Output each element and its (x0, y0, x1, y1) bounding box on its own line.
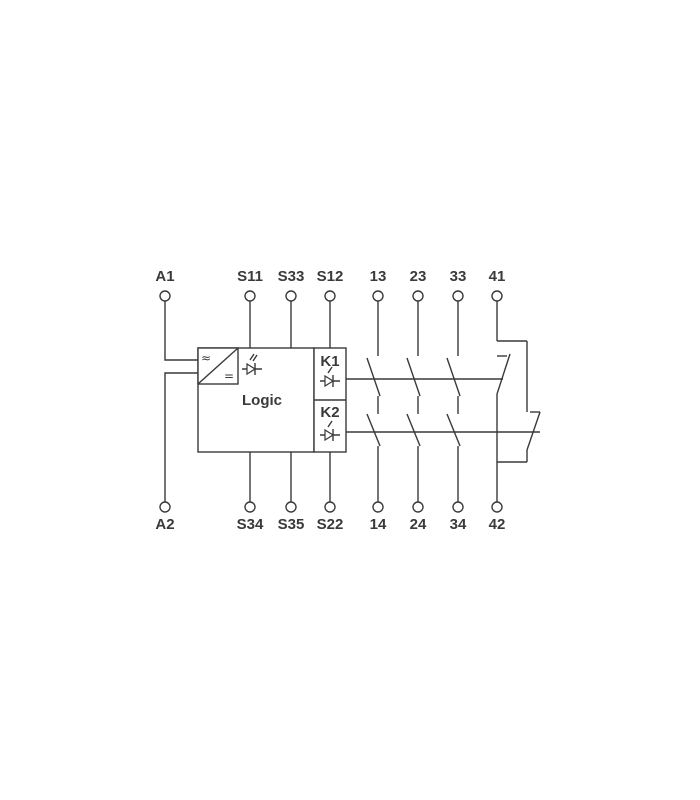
terminal-label-s33: S33 (278, 268, 305, 285)
dc-symbol: = (224, 369, 234, 383)
logic-module: ≈ = Logic K1 K2 (197, 347, 347, 453)
terminal-label-34: 34 (450, 516, 467, 533)
terminal-42 (491, 501, 503, 513)
terminal-14 (372, 501, 384, 513)
bottom-terminals (159, 501, 503, 513)
wire-a2 (164, 372, 198, 502)
terminal-label-23: 23 (410, 268, 427, 285)
terminal-s33 (285, 290, 297, 302)
terminal-s35 (285, 501, 297, 513)
logic-block (197, 347, 315, 453)
k1-led-icon (320, 366, 340, 388)
switch-blade-23-k2 (406, 413, 421, 447)
switch-blade-23-k1 (406, 357, 421, 397)
switch-blade-33-k1 (446, 357, 461, 397)
nc-contact-blade-k2 (526, 411, 541, 451)
terminal-s34 (244, 501, 256, 513)
terminal-label-13: 13 (370, 268, 387, 285)
terminal-label-s11: S11 (237, 268, 263, 285)
terminal-label-a2: A2 (155, 516, 174, 533)
terminal-label-s12: S12 (317, 268, 344, 285)
terminal-s11 (244, 290, 256, 302)
switch-blade-33-k2 (446, 413, 461, 447)
terminal-label-s34: S34 (237, 516, 264, 533)
terminal-label-a1: A1 (155, 268, 174, 285)
relay-k1-label: K1 (320, 353, 339, 370)
converter-diagonal (197, 347, 239, 385)
nc-contact-blade-k1 (496, 353, 511, 395)
terminal-13 (372, 290, 384, 302)
terminal-a1 (159, 290, 171, 302)
relay-k2-label: K2 (320, 404, 339, 421)
terminal-label-s22: S22 (317, 516, 344, 533)
terminal-label-14: 14 (370, 516, 387, 533)
terminal-label-41: 41 (489, 268, 506, 285)
terminal-24 (412, 501, 424, 513)
terminal-34 (452, 501, 464, 513)
switch-blade-13-k1 (366, 357, 381, 397)
terminal-41 (491, 290, 503, 302)
logic-led-icon (242, 353, 262, 376)
terminal-label-42: 42 (489, 516, 506, 533)
top-terminals (159, 290, 503, 302)
terminal-s12 (324, 290, 336, 302)
ac-symbol: ≈ (201, 351, 211, 365)
bottom-terminal-labels: A2 S34 S35 S22 14 24 34 42 (155, 516, 505, 533)
k2-led-icon (320, 420, 340, 442)
terminal-23 (412, 290, 424, 302)
terminal-a2 (159, 501, 171, 513)
terminal-s22 (324, 501, 336, 513)
terminal-label-s35: S35 (278, 516, 305, 533)
logic-label: Logic (242, 392, 282, 409)
terminal-label-24: 24 (410, 516, 427, 533)
wiring (164, 301, 541, 502)
switch-blade-13-k2 (366, 413, 381, 447)
terminal-label-33: 33 (450, 268, 467, 285)
terminal-33 (452, 290, 464, 302)
wire-a1 (164, 301, 198, 361)
top-terminal-labels: A1 S11 S33 S12 13 23 33 41 (155, 268, 505, 285)
